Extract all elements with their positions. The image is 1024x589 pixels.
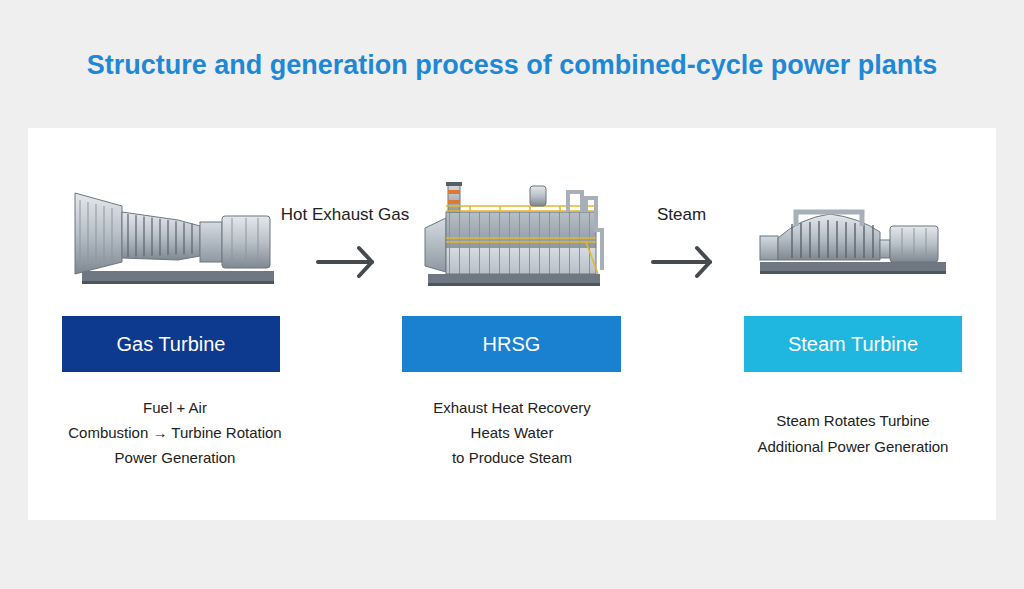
component-column: HRSG <box>402 180 621 372</box>
rib-stroke <box>863 224 864 258</box>
rib-stroke <box>800 223 801 258</box>
arrow-shaft <box>653 260 710 264</box>
blade-stroke <box>167 220 168 255</box>
description-line: to Produce Steam <box>452 449 572 466</box>
rib-stroke <box>845 222 846 258</box>
arrow-head <box>359 248 372 276</box>
blade-stroke <box>159 219 160 256</box>
hrsg-illustration <box>425 182 602 286</box>
component-name: HRSG <box>483 333 541 356</box>
description-line: Heats Water <box>471 424 554 441</box>
blade-stroke <box>127 214 128 257</box>
component-band: Gas Turbine <box>62 316 280 372</box>
component-name: Gas Turbine <box>117 333 226 356</box>
flow-arrow <box>318 248 372 276</box>
steam-turbine-illustration <box>760 212 946 274</box>
blade-stroke <box>151 218 152 256</box>
component-band: HRSG <box>402 316 621 372</box>
component-name: Steam Turbine <box>788 333 918 356</box>
arrow-head <box>697 248 710 276</box>
blade-stroke <box>183 222 184 254</box>
component-column: Gas Turbine <box>62 180 280 372</box>
arrow-shaft <box>318 260 372 264</box>
description-line: Combustion → Turbine Rotation <box>68 424 281 441</box>
rib-stroke <box>836 221 837 258</box>
blade-stroke <box>191 224 192 254</box>
flow-label: Steam <box>654 205 709 225</box>
description-line: Steam Rotates Turbine <box>776 412 929 429</box>
title: Structure and generation process of comb… <box>0 50 1024 81</box>
description-line: Fuel + Air <box>143 399 207 416</box>
rib-stroke <box>827 220 828 258</box>
rib-stroke <box>854 223 855 258</box>
blade-stroke <box>135 215 136 256</box>
blade-stroke <box>175 221 176 254</box>
gas-turbine-illustration <box>75 193 274 284</box>
description-line: Power Generation <box>115 449 236 466</box>
rib-stroke <box>809 222 810 258</box>
rib-stroke <box>791 224 792 258</box>
flow-label: Hot Exhaust Gas <box>278 205 413 225</box>
rib-stroke <box>818 221 819 258</box>
rib-stroke <box>872 225 873 258</box>
component-band: Steam Turbine <box>744 316 962 372</box>
blade-stroke <box>143 216 144 256</box>
component-column: Steam Turbine <box>744 180 962 372</box>
description-line: Additional Power Generation <box>758 438 949 455</box>
description-line: Exhaust Heat Recovery <box>433 399 591 416</box>
flow-arrow <box>653 248 710 276</box>
